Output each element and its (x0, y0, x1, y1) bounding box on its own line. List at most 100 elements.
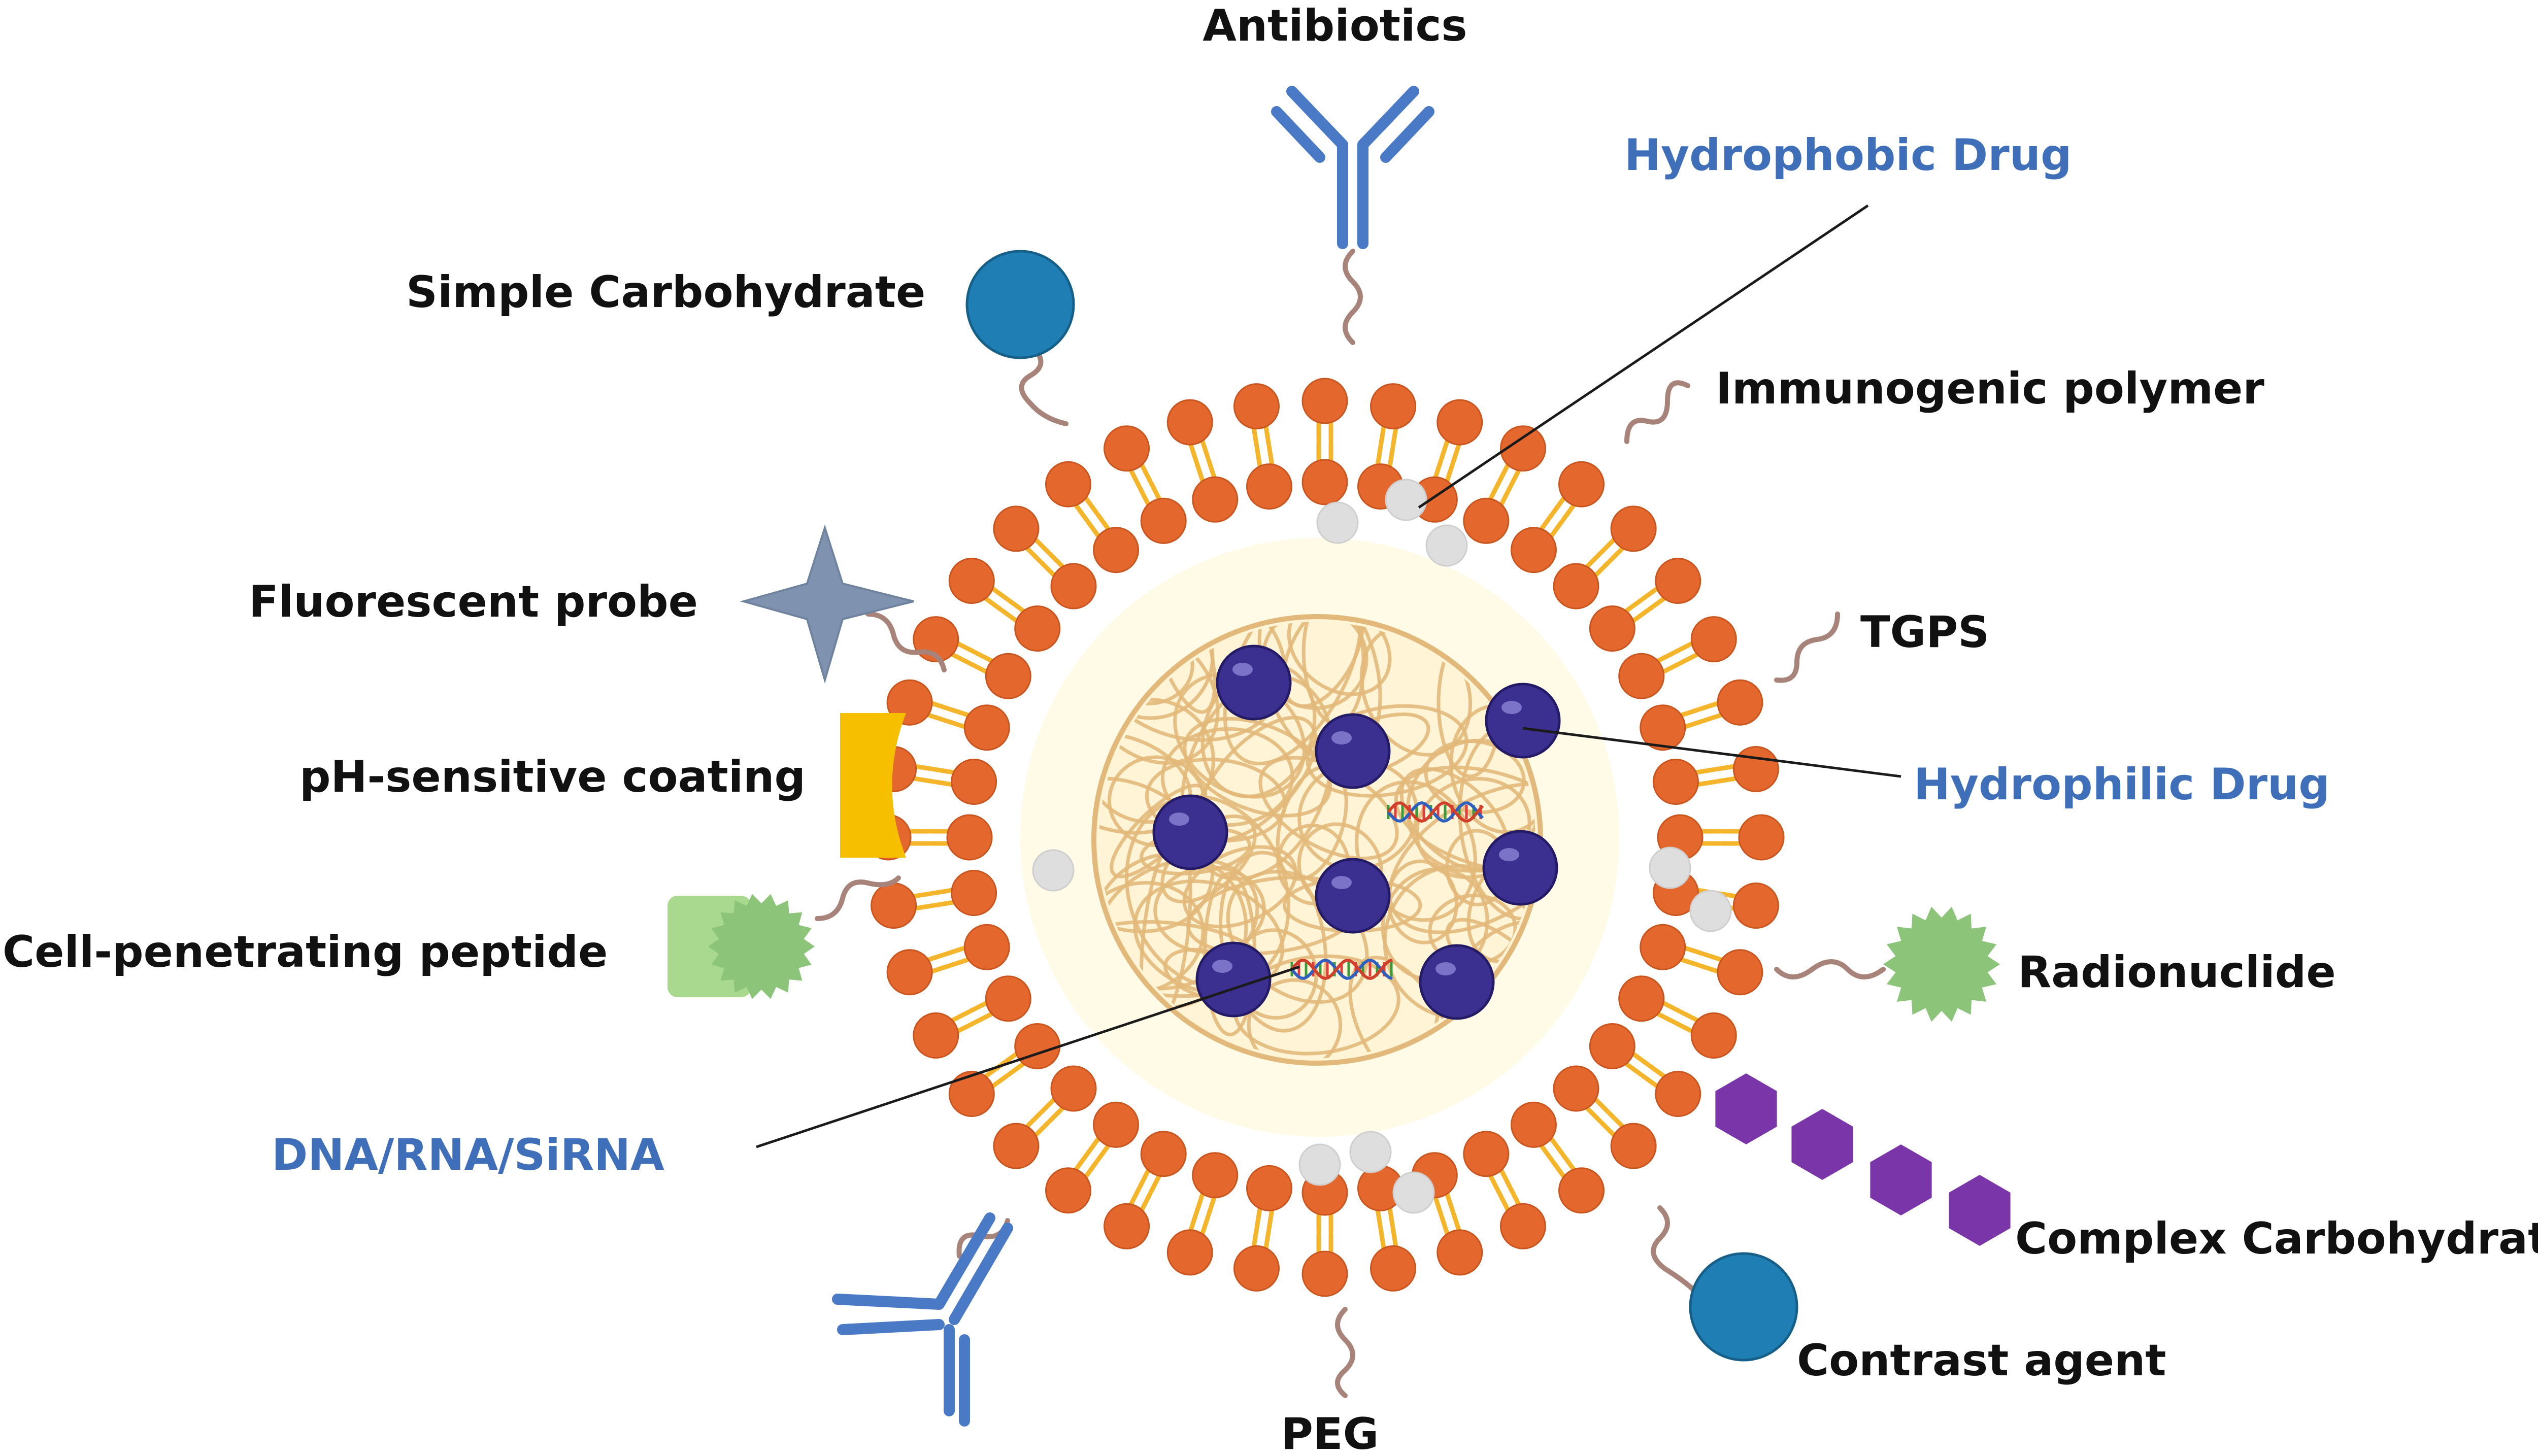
lipid-head (948, 1070, 995, 1117)
lipid-head (1655, 558, 1701, 604)
lipid-head (1610, 505, 1657, 552)
lipid-head (985, 975, 1031, 1022)
hexagon (1791, 1109, 1853, 1180)
lipid-head (1093, 527, 1140, 573)
lipid-head (993, 505, 1040, 552)
lipid-head (963, 924, 1010, 970)
label-ph-sensitive-coating: pH-sensitive coating (299, 752, 806, 802)
lipid-head (1045, 1167, 1092, 1214)
lipid-head (1166, 1229, 1213, 1276)
lipid-head (1140, 1131, 1187, 1177)
lipid-head (1618, 975, 1665, 1022)
lipid-head (963, 704, 1010, 751)
drug-particle (1152, 794, 1228, 870)
lipid-head (1437, 399, 1483, 446)
label-simple-carbohydrate: Simple Carbohydrate (406, 267, 925, 318)
lipid-head (1246, 463, 1292, 510)
lipid-head (951, 870, 997, 917)
lipid-head (1655, 1070, 1701, 1117)
label-tgps: TGPS (1860, 607, 1989, 658)
lipid-head (1437, 1229, 1483, 1276)
lipid-head (1510, 1101, 1557, 1148)
label-antibiotics: Antibiotics (1203, 1, 1467, 51)
hexagon (1715, 1073, 1777, 1144)
hydrophobic-drug-leader (1418, 204, 1869, 509)
radionuclide-icon (1883, 906, 2000, 1022)
lipid-head (1499, 425, 1546, 472)
hexagon (1870, 1144, 1932, 1215)
dna-helix-icon (1290, 958, 1393, 980)
drug-particle (1482, 830, 1558, 906)
lipid-head (1093, 1101, 1140, 1148)
label-hydrophobic-drug: Hydrophobic Drug (1624, 130, 2072, 181)
label-peg: PEG (1281, 1409, 1379, 1456)
lipid-head (1233, 383, 1280, 430)
lipid-head (1640, 704, 1686, 751)
label-immunogenic-polymer: Immunogenic polymer (1716, 363, 2264, 414)
label-cell-penetrating-peptide: Cell-penetrating peptide (3, 927, 608, 977)
hexagon-chain-icon (1715, 1073, 2011, 1246)
lipid-head (1553, 1065, 1599, 1112)
lipid-head (1732, 883, 1779, 929)
lipid-head (1610, 1123, 1657, 1169)
lipid-head (1014, 1023, 1061, 1069)
lipid-head (1690, 616, 1737, 663)
lipid-head (1370, 1245, 1417, 1292)
lipid-head (1553, 563, 1599, 610)
lipid-head (1301, 378, 1348, 424)
hydrophobic-drug-particles (1032, 479, 1732, 1214)
contrast-agent-icon (1689, 1252, 1798, 1362)
lipid-head (1014, 605, 1061, 652)
peptide-icon (667, 894, 815, 999)
lipid-head (871, 883, 917, 929)
dna-helix-icon (1387, 801, 1484, 823)
lipid-head (1738, 814, 1785, 861)
linkers (815, 249, 1886, 1398)
lipid-head (1166, 399, 1213, 446)
lipid-head (1301, 459, 1348, 505)
lipid-head (1732, 746, 1779, 792)
lipid-head (1690, 1012, 1737, 1059)
label-radionuclide: Radionuclide (2018, 947, 2336, 998)
lipid-head (1558, 461, 1605, 507)
hydrophilic-drug-particles (1152, 645, 1561, 1020)
lipid-head (1050, 563, 1097, 610)
ph-coating-icon (840, 713, 906, 858)
lipid-head (1589, 605, 1635, 652)
lipid-head (1589, 1023, 1635, 1069)
lipid-head (1652, 758, 1699, 805)
lipid-head (1140, 497, 1187, 544)
lipid-head (1618, 653, 1665, 699)
lipid-head (1192, 1152, 1239, 1199)
label-contrast-agent: Contrast agent (1797, 1335, 2166, 1386)
label-hydrophilic-drug: Hydrophilic Drug (1914, 759, 2330, 810)
lipid-head (985, 653, 1031, 699)
lipid-head (1104, 425, 1150, 472)
drug-particle (1315, 858, 1391, 934)
lipid-head (1104, 1203, 1150, 1249)
lipid-head (1050, 1065, 1097, 1112)
lipid-heads (865, 378, 1785, 1297)
drug-particle (1315, 713, 1391, 789)
lipid-head (1499, 1203, 1546, 1249)
drug-particle (1195, 941, 1272, 1018)
lipid-head (886, 949, 933, 996)
lipid-head (1301, 1250, 1348, 1297)
lipid-head (1463, 497, 1510, 544)
lipid-head (1717, 679, 1763, 726)
lipid-head (1510, 527, 1557, 573)
label-complex-carbohydrate: Complex Carbohydrate (2015, 1213, 2538, 1264)
lipid-head (993, 1123, 1040, 1169)
lipid-head (948, 558, 995, 604)
lipid-head (1370, 383, 1417, 430)
lipid-head (1640, 924, 1686, 970)
lipid-head (1233, 1245, 1280, 1292)
lipid-head (951, 758, 997, 805)
lipid-head (1192, 476, 1239, 523)
hydrophilic-drug-leader (1522, 727, 1901, 778)
label-dna-rna-sirna: DNA/RNA/SiRNA (272, 1130, 664, 1180)
hexagon (1949, 1175, 2011, 1246)
lipid-head (1045, 461, 1092, 507)
lipid-head (1246, 1165, 1292, 1211)
